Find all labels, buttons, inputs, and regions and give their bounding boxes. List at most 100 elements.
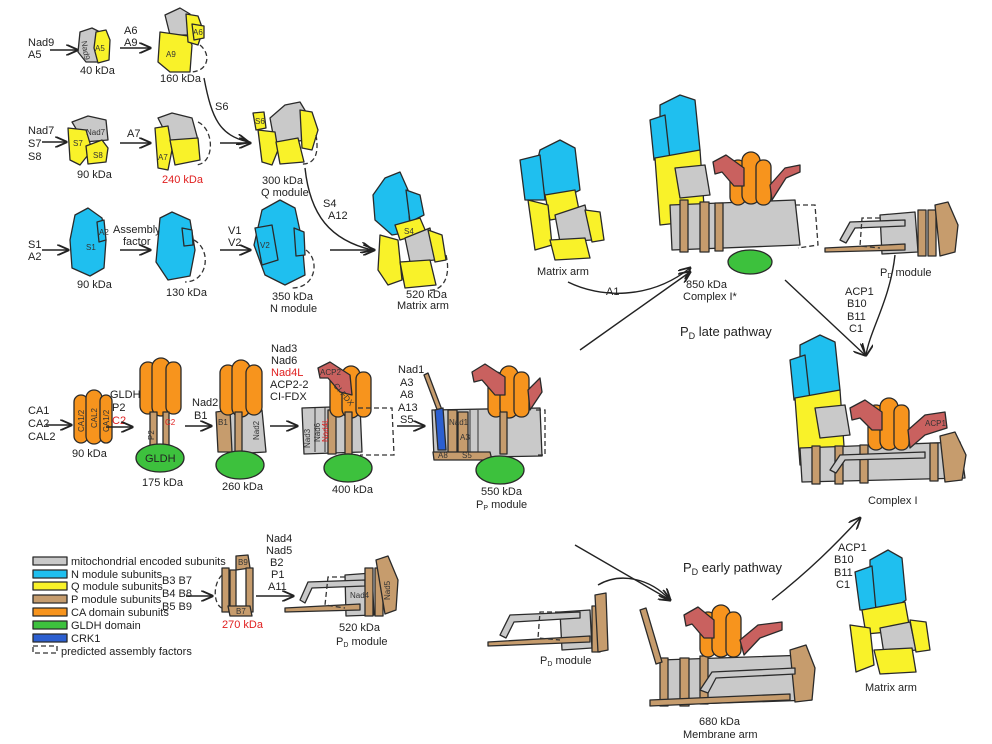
size-label: 260 kDa [222,481,264,493]
subunit-shape [683,606,715,639]
row5-inputs: Nad4 Nad5 B2 P1 A11 [266,533,292,593]
subunit-shape [275,137,305,165]
size-label: 350 kDa [272,291,314,303]
arrow [574,544,670,600]
arrow [567,268,690,294]
subunit-shape [811,445,821,485]
q-module-300kda: S6 300 kDa Q module [252,101,319,199]
subunit-shape [519,154,546,201]
legend-label: N module subunits [71,569,163,581]
subunit-shape [527,377,543,411]
legend-label: mitochondrial encoded subunits [71,556,226,568]
subunit-label: CA1 [28,405,49,417]
subunit-shape [849,399,883,431]
subunit-label: A7 [158,153,168,162]
size-label: 40 kDa [80,65,116,77]
subunit-label: S7 [28,138,41,150]
subunit-shape [839,219,906,244]
legend-label: predicted assembly factors [61,646,192,658]
subunit-shape [427,254,449,291]
subunit-label: Nad4L [271,367,303,379]
subunit-shape [487,635,591,647]
subunit-label: S6 [255,117,265,126]
subunit-label: ACP1 [845,286,874,298]
subunit-shape [299,109,319,151]
subunit-label: ACP1 [838,542,867,554]
legend-label: CA domain subunits [71,607,169,619]
module-name: Membrane arm [683,729,758,741]
intermediate-175kda: P2 C2 GLDH 175 kDa [135,357,185,489]
subunit-shape [824,243,906,253]
intermediate-240kda: A7 240 kDa [154,112,211,186]
module-name: Matrix arm [397,300,449,312]
subunit-shape [699,201,710,253]
legend-swatch-gldh [32,620,68,630]
late-pathway-label: PD late pathway [680,324,772,341]
subunit-shape [96,219,107,243]
subunit-label: A7 [127,128,140,140]
subunit-label: P1 [271,569,284,581]
intermediate-270kda: B9 B7 270 kDa [214,554,264,631]
subunit-shape [364,567,374,617]
size-label: 240 kDa [162,174,204,186]
subunit-shape [434,407,447,451]
subunit-label: S5 [462,451,472,460]
legend-swatch-mito [32,556,68,566]
subunit-shape [214,574,223,609]
subunit-shape [854,565,877,611]
subunit-label: Nad1 [398,364,424,376]
matrix-arm-label: Matrix arm [865,682,917,694]
complex-name: Complex I [868,495,918,507]
arrow [304,167,372,250]
legend-swatch-ca [32,607,68,617]
subunit-shape [499,611,581,639]
subunit-label: A2 [99,228,109,237]
legend-swatch-n [32,569,68,579]
subunit-label: CAL2 [90,407,99,428]
subunit-label: S8 [28,151,41,163]
subunit-shape [471,363,506,396]
subunit-shape [893,404,910,451]
matrix-arm-lower: Matrix arm [849,549,931,694]
subunit-label: A8 [400,389,413,401]
subunit-shape [795,204,819,249]
subunit-label: S7 [73,139,83,148]
subunit-shape [939,431,967,483]
pd-module-label: PD module [540,655,592,668]
subunit-shape [245,364,263,416]
subunit-shape [215,450,265,480]
subunit-label: A5 [95,44,105,53]
subunit-label: ACP2 [320,368,341,377]
subunit-shape [423,372,443,413]
subunit-label: Nad9 [79,40,91,61]
subunit-shape [909,619,931,653]
subunit-shape [739,621,783,656]
subunit-label: B11 [834,567,853,579]
subunit-label: A6 [124,25,137,37]
module-name: N module [270,303,317,315]
complex-name: Complex I* [683,291,738,303]
subunit-label: A5 [28,49,41,61]
subunit-shape [257,129,279,166]
subunit-shape [184,239,206,283]
subunit-label: A3 [460,433,470,442]
subunit-label: B5 B9 [162,601,192,613]
subunit-shape [594,592,609,653]
row4-inputs-400: Nad3 Nad6 Nad4L ACP2-2 CI-FDX [270,343,309,403]
complex-i-star-850kda: 850 kDa Complex I* [649,94,819,303]
subunit-shape [649,693,791,707]
subunit-label: V1 [228,225,241,237]
intermediate-90kda-n: A2 S1 90 kDa [69,207,113,291]
size-label: 90 kDa [77,279,113,291]
subunit-shape [527,199,553,251]
subunit-label: CA1/2 [102,409,111,432]
subunit-shape [712,154,745,187]
module-name: PP module [476,499,527,512]
subunit-shape [93,29,111,64]
size-label: 550 kDa [481,486,523,498]
size-label: 680 kDa [699,716,741,728]
subunit-label: A3 [400,377,413,389]
size-label: 130 kDa [166,287,208,299]
subunit-label: Nad7 [28,125,54,137]
subunit-label: GLDH [145,453,176,465]
